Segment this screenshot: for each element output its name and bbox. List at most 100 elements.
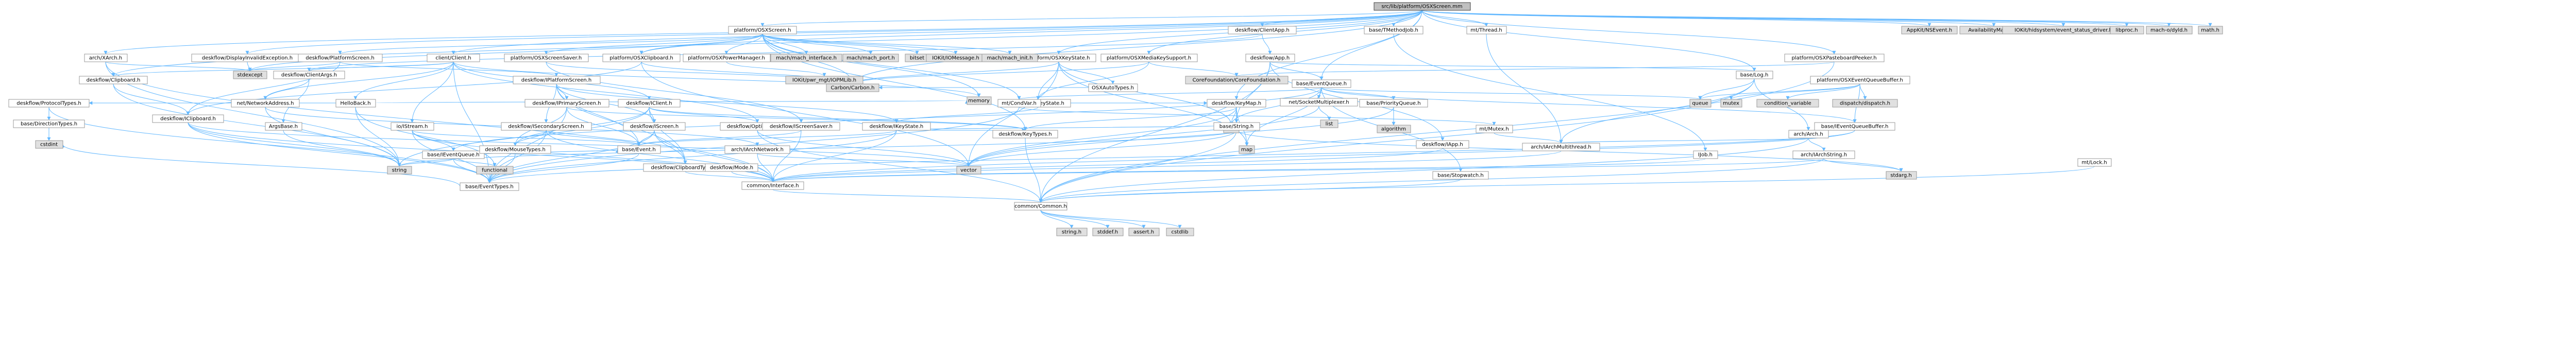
node-label: IOKit/pwr_mgt/IOPMLib.h	[792, 78, 856, 83]
node-box	[233, 71, 267, 79]
edge-archiarchnet-h-to-commoninterface-h	[757, 153, 775, 182]
node-baseeventtypes-h[interactable]: base/EventTypes.h	[460, 182, 519, 191]
node-label: stdarg.h	[1890, 173, 1911, 179]
node-mtlock-h[interactable]: mt/Lock.h	[2077, 158, 2112, 167]
node-mtmutex-h[interactable]: mt/Mutex.h	[1476, 125, 1513, 133]
node-osxeqbuf-h[interactable]: platform/OSXEventQueueBuffer.h	[1810, 76, 1910, 84]
node-tmethodjob-h[interactable]: base/TMethodJob.h	[1364, 26, 1423, 35]
node-netaddress-h[interactable]: net/NetworkAddress.h	[231, 99, 300, 108]
node-ieqbuf-h[interactable]: base/IEventQueueBuffer.h	[1814, 122, 1895, 131]
node-box	[8, 99, 90, 108]
edge-basestring-h-to-commoncommon-h	[1039, 130, 1237, 203]
node-box	[1476, 125, 1513, 133]
edge-argsbase-h-to-string-h	[283, 130, 401, 167]
node-dfiscreensaver-h[interactable]: deskflow/IScreenSaver.h	[762, 122, 840, 131]
edge-clientclient-h-to-baseeventtypes-h	[453, 61, 492, 183]
node-dfmode-h[interactable]: deskflow/Mode.h	[705, 163, 758, 172]
node-dficlient-h[interactable]: deskflow/IClient.h	[618, 99, 681, 108]
edge-archarch-h-to-commoncommon-h	[1039, 137, 1809, 203]
edge-commoncommon-h-to-stddef-h	[1040, 210, 1110, 229]
node-box	[1320, 119, 1338, 128]
node-iplatformscreen-h[interactable]: deskflow/IPlatformScreen.h	[513, 76, 601, 84]
node-archxarch-h[interactable]: arch/XArch.h	[84, 54, 128, 62]
node-clientargs-h[interactable]: deskflow/ClientArgs.h	[273, 71, 345, 79]
edge-dfiprimary-h-to-baseevent-h	[566, 107, 641, 146]
node-baselog-h[interactable]: base/Log.h	[1736, 71, 1773, 79]
node-dfiprimary-h[interactable]: deskflow/IPrimaryScreen.h	[524, 99, 609, 108]
node-osxpowermgr-h[interactable]: platform/OSXPowerManager.h	[683, 54, 771, 62]
node-basepriorityqueue-h[interactable]: base/PriorityQueue.h	[1359, 99, 1428, 108]
node-box	[1239, 145, 1255, 154]
node-osxmedia-h[interactable]: platform/OSXMediaKeySupport.h	[1100, 54, 1198, 62]
node-label: mach/mach_port.h	[846, 56, 895, 61]
node-basestring-h[interactable]: base/String.h	[1213, 122, 1260, 131]
node-label: ArgsBase.h	[269, 124, 298, 130]
node-dfapp-h[interactable]: deskflow/App.h	[1245, 54, 1295, 62]
node-archiarchstring-h[interactable]: arch/IArchString.h	[1792, 150, 1855, 159]
node-osxscreen-h[interactable]: platform/OSXScreen.h	[728, 26, 797, 35]
node-argsbase-h[interactable]: ArgsBase.h	[265, 122, 302, 131]
edge-hellobackup-h-to-string-h	[355, 107, 401, 167]
node-commoninterface-h[interactable]: common/Interface.h	[741, 181, 804, 190]
node-box	[265, 122, 302, 131]
node-netsocketmux-h[interactable]: net/SocketMultiplexer.h	[1280, 98, 1358, 107]
node-libproc-h: libproc.h	[2110, 26, 2144, 35]
node-box	[501, 122, 592, 131]
node-dfikeystate-h[interactable]: deskflow/IKeyState.h	[862, 122, 931, 131]
edge-clientclient-h-to-hellobackup-h	[353, 61, 454, 100]
node-box	[524, 99, 609, 108]
edge-archiarchstring-h-to-stdarg-h	[1823, 158, 1903, 172]
edge-dfiprimary-h-to-dfkeytypes-h	[566, 107, 1027, 131]
node-baseieventqueue-h[interactable]: base/IEventQueue.h	[422, 150, 485, 159]
node-mtthread-h[interactable]: mt/Thread.h	[1466, 26, 1507, 35]
node-mtcondvar-h[interactable]: mt/CondVar.h	[997, 99, 1041, 108]
node-dfmousetypes-h[interactable]: deskflow/MouseTypes.h	[479, 145, 551, 154]
node-ioistream-h[interactable]: io/IStream.h	[391, 122, 434, 131]
edge-dfisecondary-h-to-commoninterface-h	[546, 130, 775, 182]
node-dficlipboard-h[interactable]: deskflow/IClipboard.h	[152, 114, 224, 123]
node-dfkeymap-h[interactable]: deskflow/KeyMap.h	[1207, 99, 1266, 108]
node-ljob-h[interactable]: IJob.h	[1693, 150, 1718, 159]
node-dfisecondary-h[interactable]: deskflow/ISecondaryScreen.h	[501, 122, 592, 131]
node-box	[967, 96, 992, 105]
node-hellobackup-h[interactable]: HelloBack.h	[335, 99, 376, 108]
node-box	[2110, 26, 2144, 35]
node-osxscreensaver-h[interactable]: platform/OSXScreenSaver.h	[504, 54, 589, 62]
node-clientapp-h[interactable]: deskflow/ClientApp.h	[1228, 26, 1297, 35]
node-label: deskflow/IClient.h	[626, 101, 672, 107]
node-baseevent-h[interactable]: base/Event.h	[617, 145, 661, 154]
node-basedirtypes-h[interactable]: base/DirectionTypes.h	[13, 119, 85, 128]
node-clientclient-h[interactable]: client/Client.h	[427, 54, 480, 62]
node-stopwatch-h[interactable]: base/Stopwatch.h	[1432, 171, 1489, 180]
node-commoncommon-h[interactable]: common/Common.h	[1014, 202, 1067, 211]
node-osxautotypes-h[interactable]: OSXAutoTypes.h	[1088, 83, 1138, 92]
node-displayinvalid-h[interactable]: deskflow/DisplayInvalidException.h	[191, 54, 304, 62]
node-label: stddef.h	[1097, 230, 1118, 235]
edge-netsocketmux-h-to-vector-h	[967, 106, 1319, 167]
node-dfclipboard-h[interactable]: deskflow/Clipboard.h	[79, 76, 148, 84]
node-archarch-h[interactable]: arch/Arch.h	[1788, 130, 1829, 139]
node-iapp-h[interactable]: deskflow/IApp.h	[1416, 140, 1469, 149]
node-osxpasteboard-h[interactable]: platform/OSXPasteboardPeeker.h	[1784, 54, 1885, 62]
node-box	[770, 54, 842, 62]
node-platformscreen-h[interactable]: deskflow/PlatformScreen.h	[298, 54, 383, 62]
node-dfiscreen-h[interactable]: deskflow/IScreen.h	[623, 122, 686, 131]
node-baseeventqueue-h[interactable]: base/EventQueue.h	[1292, 79, 1351, 88]
edge-stopwatch-h-to-commoncommon-h	[1039, 179, 1461, 203]
node-box	[1377, 125, 1411, 133]
edge-dfikeystate-h-to-set-h	[896, 125, 1233, 131]
node-box	[460, 182, 519, 191]
edge-clientclient-h-to-netaddress-h	[263, 61, 454, 100]
edge-ioistream-h-to-baseevent-h	[412, 130, 641, 146]
node-box	[513, 76, 601, 84]
edge-dfapp-h-to-baselog-h	[1269, 61, 1756, 72]
edge-osxscreen-h-to-mtcondvar-h	[762, 33, 1021, 100]
edge-root-to-carbon-h	[851, 10, 1422, 84]
node-archiarchnet-h[interactable]: arch/IArchNetwork.h	[724, 145, 790, 154]
node-dfkeytypes-h[interactable]: deskflow/KeyTypes.h	[992, 130, 1058, 139]
node-osxclipboard-h[interactable]: platform/OSXClipboard.h	[602, 54, 681, 62]
node-label: deskflow/IScreenSaver.h	[770, 124, 833, 130]
node-bitset-h: bitset	[905, 54, 930, 62]
node-archimutex-h[interactable]: arch/IArchMultithread.h	[1522, 143, 1600, 151]
node-dfprotocoltypes-h[interactable]: deskflow/ProtocolTypes.h	[8, 99, 90, 108]
